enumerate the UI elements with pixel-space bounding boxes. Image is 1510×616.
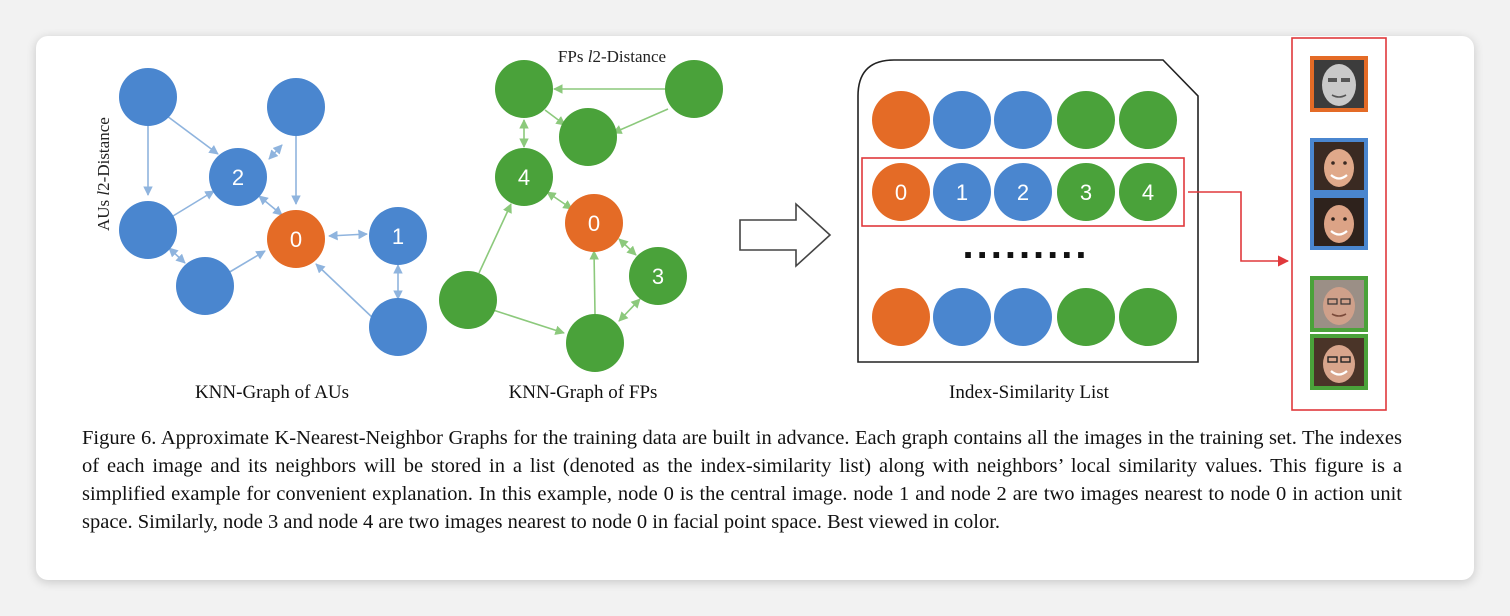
fps-node-mid	[559, 108, 617, 166]
fps-node-4	[495, 148, 553, 206]
fps-node-left	[439, 271, 497, 329]
transform-arrow-icon	[739, 202, 832, 268]
face-column	[1291, 37, 1387, 411]
fps-node-0	[565, 194, 623, 252]
aus-node-1-label: 1	[392, 224, 404, 249]
aus-edges	[143, 115, 403, 321]
aus-node-2-label: 2	[232, 165, 244, 190]
row-label-4: 4	[1142, 180, 1154, 205]
list-row-top	[872, 91, 1177, 149]
fp-neighbor-face-icon	[1310, 276, 1368, 332]
fps-edges	[478, 84, 669, 335]
fps-node-4-label: 4	[518, 165, 530, 190]
aus-nodes: 2 0 1	[119, 68, 427, 356]
au-neighbor-face-icon	[1310, 194, 1368, 250]
fps-graph-title: KNN-Graph of FPs	[509, 382, 658, 403]
row-label-2: 2	[1017, 180, 1029, 205]
figure-card: AUs l2-Distance	[36, 36, 1474, 580]
aus-node-2	[209, 148, 267, 206]
fps-nodes: 4 0 3	[439, 60, 723, 372]
list-row-highlighted: 0 1 2 3 4	[872, 163, 1177, 221]
fp-neighbor-face-icon	[1310, 334, 1368, 390]
central-face-grayscale-icon	[1310, 56, 1368, 112]
knn-graph-aus: AUs l2-Distance	[94, 68, 427, 403]
list-ellipsis: .........	[962, 223, 1089, 267]
row-label-1: 1	[956, 180, 968, 205]
aus-axis-label: AUs l2-Distance	[94, 117, 113, 231]
row-label-0: 0	[895, 180, 907, 205]
fps-node-3	[629, 247, 687, 305]
aus-node-bottom-right	[369, 298, 427, 356]
index-similarity-list: 0 1 2 3 4 ......... Index-Similarity Lis…	[857, 59, 1199, 403]
row-label-3: 3	[1080, 180, 1092, 205]
index-list-title: Index-Similarity List	[949, 382, 1110, 403]
au-neighbor-face-icon	[1310, 138, 1368, 194]
knn-graph-fps: FPs l2-Distance	[439, 47, 723, 403]
face-column-frame	[1291, 37, 1387, 411]
aus-graph-title: KNN-Graph of AUs	[195, 382, 349, 403]
fps-node-0-label: 0	[588, 211, 600, 236]
aus-node-top-left	[119, 68, 177, 126]
figure-caption: Figure 6. Approximate K-Nearest-Neighbor…	[82, 424, 1402, 536]
highlighted-row-box	[861, 157, 1185, 227]
aus-node-bottom-mid	[176, 257, 234, 315]
aus-node-top-right	[267, 78, 325, 136]
aus-node-1	[369, 207, 427, 265]
list-row-bottom	[872, 288, 1177, 346]
fps-node-3-label: 3	[652, 264, 664, 289]
row-to-faces-connector	[1188, 191, 1290, 267]
fps-node-top-left	[495, 60, 553, 118]
figure-label: Figure 6.	[82, 427, 157, 449]
fps-node-bottom	[566, 314, 624, 372]
fps-axis-label: FPs l2-Distance	[558, 47, 666, 66]
aus-node-0-label: 0	[290, 227, 302, 252]
fps-node-top-right	[665, 60, 723, 118]
figure-6-diagram: AUs l2-Distance	[94, 37, 1387, 411]
caption-text: Approximate K-Nearest-Neighbor Graphs fo…	[82, 427, 1403, 533]
aus-node-left	[119, 201, 177, 259]
aus-node-0	[267, 210, 325, 268]
